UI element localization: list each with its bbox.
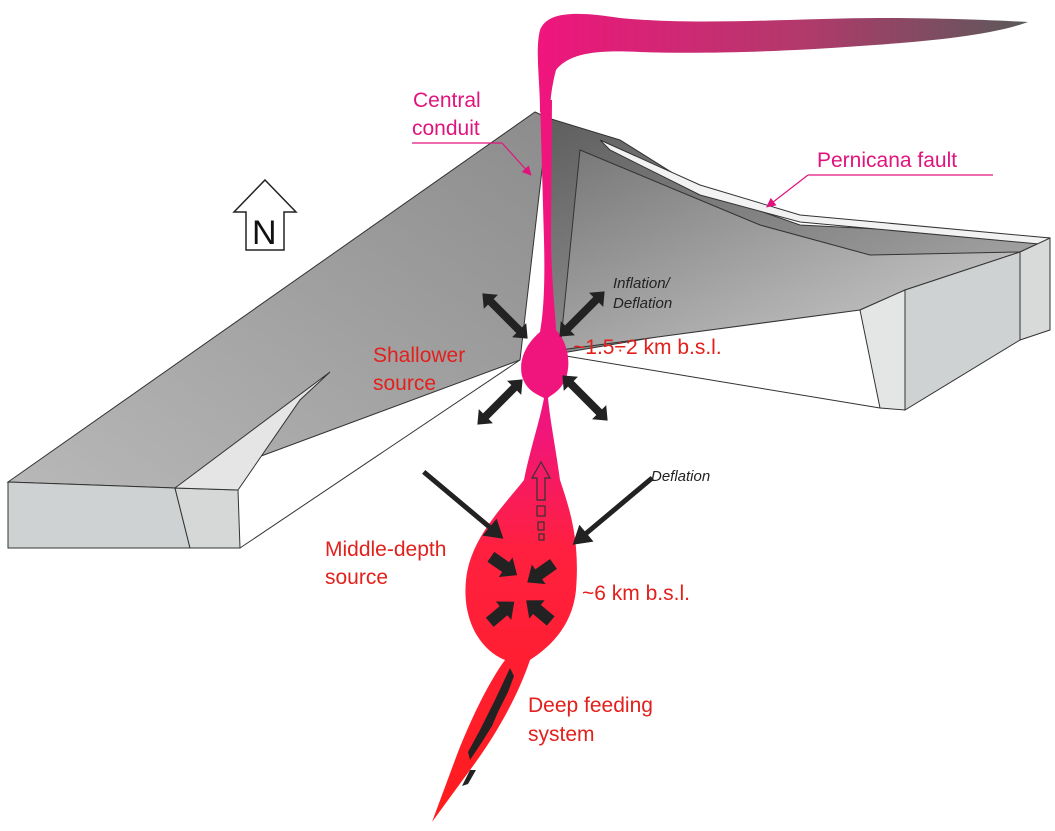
dbl-arrow-nw (482, 293, 528, 339)
right-flank-block (547, 117, 1051, 411)
right-section-line (559, 354, 881, 409)
left-block-front (7, 481, 191, 549)
deflation-arrow-left (422, 469, 504, 539)
deep-feeding-system-label-line1: Deep feeding (528, 694, 653, 717)
internal-arrow-1 (487, 551, 518, 577)
middle-depth-source-label-line2: source (325, 566, 388, 589)
dbl-arrow-se (562, 375, 608, 421)
shallow-depth-label: ~1.5÷2 km b.s.l. (573, 336, 722, 359)
pernicana-leader (766, 174, 809, 208)
dbl-arrow-ne (559, 291, 605, 337)
central-conduit-shape (432, 100, 577, 822)
north-label: N (252, 214, 277, 252)
deflation-arrows (422, 469, 654, 545)
ascent-arrow (530, 460, 552, 541)
middle-depth-label: ~6 km b.s.l. (582, 582, 690, 605)
labels: Central conduit Pernicana fault Inflatio… (325, 89, 957, 746)
left-fissure (173, 371, 331, 491)
inflation-deflation-label-line2: Deflation (613, 295, 672, 312)
right-block-end (1019, 237, 1051, 341)
inflation-deflation-label-line1: Inflation/ (613, 275, 672, 292)
dbl-arrow-sw (477, 379, 523, 425)
central-conduit-leader (501, 142, 532, 176)
left-flank-block (6, 111, 549, 549)
shallower-source-label-line1: Shallower (373, 344, 465, 367)
internal-arrow-2 (527, 559, 557, 585)
left-section-line (239, 359, 521, 549)
central-conduit-label-line1: Central (413, 89, 481, 112)
volcanic-plume (537, 13, 1028, 113)
deep-feeding-streaks (462, 668, 514, 786)
central-conduit-label-line2: conduit (412, 117, 480, 140)
north-arrow: N (232, 178, 298, 252)
leader-lines (412, 142, 993, 208)
right-block-side (859, 289, 906, 411)
internal-arrow-4 (526, 600, 555, 626)
pernicana-fault-label: Pernicana fault (817, 149, 957, 172)
shallower-source-label-line2: source (373, 372, 436, 395)
north-arrow-shape (232, 178, 298, 251)
deep-feeding-system-label-line2: system (528, 723, 595, 746)
shallow-arrows (477, 291, 608, 425)
middle-depth-source-label-line1: Middle-depth (325, 538, 446, 561)
internal-arrow-3 (485, 601, 515, 627)
deflation-arrow-right (572, 475, 654, 545)
magma-plumbing-system (432, 100, 577, 822)
internal-compression-arrows (485, 551, 557, 627)
deflation-label: Deflation (651, 468, 710, 485)
